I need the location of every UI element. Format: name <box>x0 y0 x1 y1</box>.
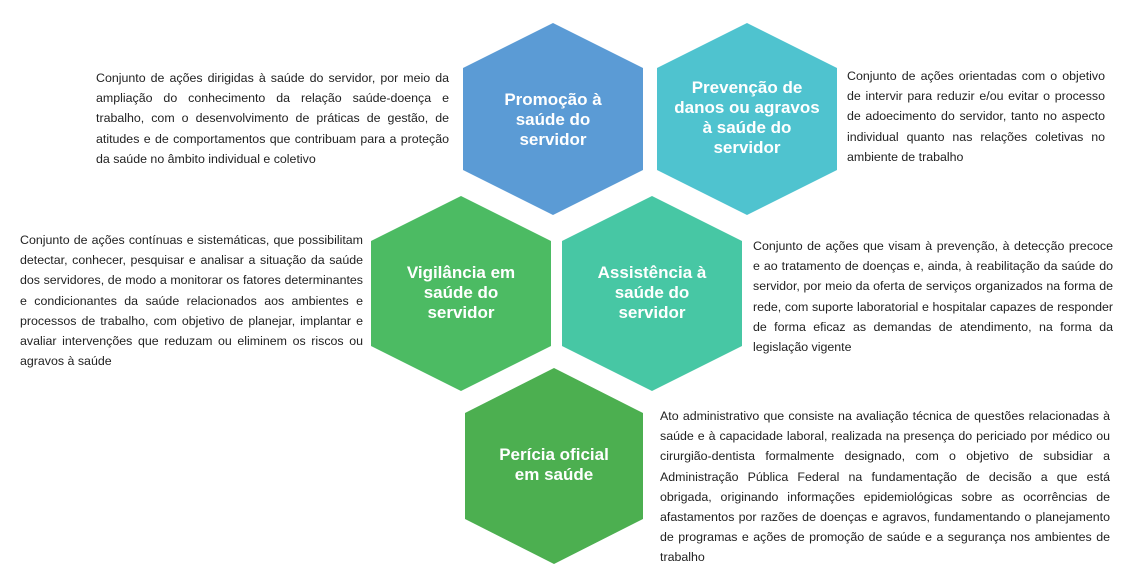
description-pericia: Ato administrativo que consiste na avali… <box>660 409 1110 565</box>
hexagon-assistencia <box>562 196 742 391</box>
hexagon-label-pericia: Perícia oficial em saúde <box>499 445 609 484</box>
hexagon-prevencao <box>657 23 837 215</box>
description-assistencia: Conjunto de ações que visam à prevenção,… <box>753 239 1113 355</box>
hexagon-pericia <box>465 368 643 564</box>
hexagon-vigilancia <box>371 196 551 391</box>
hexagon-label-vigilancia: Vigilância em saúde do servidor <box>406 263 516 322</box>
hexagon-label-assistencia: Assistência à saúde do servidor <box>597 263 707 322</box>
description-promocao: Conjunto de ações dirigidas à saúde do s… <box>96 71 449 166</box>
description-vigilancia: Conjunto de ações contínuas e sistemátic… <box>20 233 363 369</box>
hexagon-label-promocao: Promoção à saúde do servidor <box>504 90 602 149</box>
hexagon-label-prevencao: Prevenção de danos ou agravos à saúde do… <box>674 78 820 157</box>
hexagon-promocao <box>463 23 643 215</box>
description-prevencao: Conjunto de ações orientadas com o objet… <box>847 69 1105 164</box>
